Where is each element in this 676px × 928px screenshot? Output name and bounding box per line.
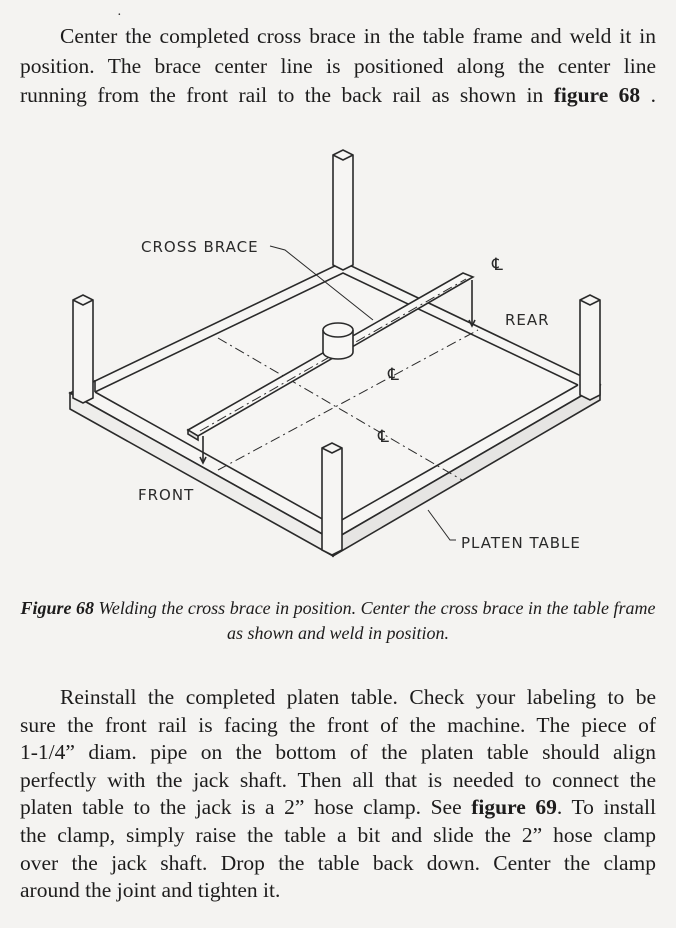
text-line: the clamp, simply raise the table a bit … bbox=[20, 822, 656, 847]
caption-figure-number: Figure 68 bbox=[20, 598, 95, 618]
text-line: perfectly with the jack shaft. Then all … bbox=[20, 767, 656, 792]
cross-brace-label: CROSS BRACE bbox=[141, 238, 259, 256]
body-paragraph: Reinstall the completed platen table. Ch… bbox=[20, 684, 656, 905]
figure-reference: figure 69 bbox=[471, 795, 557, 820]
center-lines bbox=[217, 329, 479, 481]
centerline-symbol: ℄ bbox=[377, 427, 389, 447]
text-line: position. The brace center line is posit… bbox=[20, 53, 656, 78]
text-line: 1-1/4” diam. pipe on the bottom of the p… bbox=[20, 740, 656, 765]
platen-table-leader bbox=[427, 509, 456, 541]
text-line: over the jack shaft. Drop the table back… bbox=[20, 850, 656, 875]
front-label: FRONT bbox=[138, 486, 194, 504]
text-line: platen table to the jack is a 2” hose cl… bbox=[20, 794, 656, 822]
text-line: around the joint and tighten it. bbox=[20, 878, 281, 903]
centerline-symbol: ℄ bbox=[387, 365, 399, 385]
cross-brace-leader bbox=[269, 245, 374, 321]
text-line: sure the front rail is facing the front … bbox=[20, 712, 656, 737]
table-frame bbox=[68, 261, 602, 558]
intro-paragraph: Center the completed cross brace in the … bbox=[20, 22, 656, 111]
figure-caption: Figure 68 Welding the cross brace in pos… bbox=[20, 596, 656, 646]
text-line: running from the front rail to the back … bbox=[20, 81, 656, 111]
centerline-symbol: ℄ bbox=[491, 255, 503, 275]
rear-label: REAR bbox=[505, 311, 550, 329]
text-segment: platen table to the jack is a 2” hose cl… bbox=[20, 795, 472, 820]
text-segment: . To install bbox=[556, 795, 656, 820]
pipe-cylinder bbox=[322, 322, 354, 360]
text-line: Center the completed cross brace in the … bbox=[60, 24, 656, 48]
figure-reference: figure 68 bbox=[553, 83, 641, 107]
text-segment: running from the front rail to the back … bbox=[20, 83, 554, 107]
platen-table-label: PLATEN TABLE bbox=[461, 534, 581, 552]
caption-text: Welding the cross brace in position. Cen… bbox=[94, 598, 656, 643]
text-line: Reinstall the completed platen table. Ch… bbox=[60, 685, 656, 709]
table-posts bbox=[72, 149, 601, 556]
scan-speck: · bbox=[117, 8, 122, 23]
text-segment: . bbox=[640, 83, 657, 107]
